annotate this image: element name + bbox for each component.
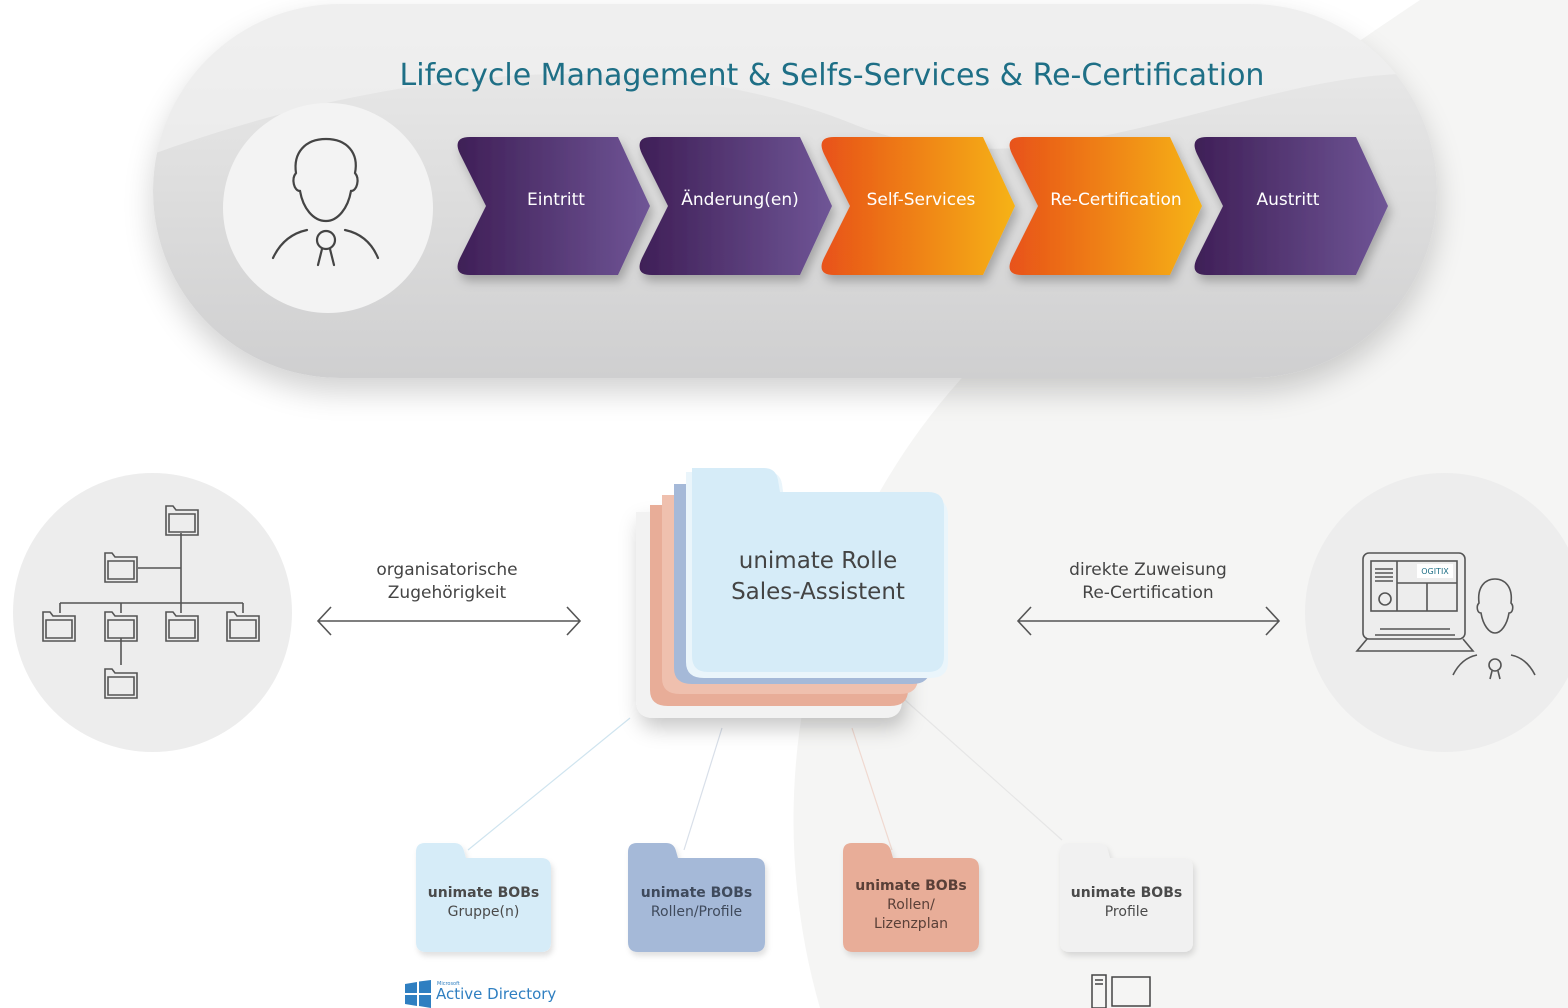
role-title-line2: Sales-Assistent xyxy=(731,579,905,605)
connector-line-4 xyxy=(904,699,1063,841)
bob-label-gruppen: unimate BOBs Gruppe(n) xyxy=(416,884,551,922)
server-icon xyxy=(1091,974,1151,1008)
bob-label-profile: unimate BOBs Profile xyxy=(1060,884,1193,922)
bob-folder-profile xyxy=(1060,843,1193,952)
chevron-aenderungen xyxy=(639,137,832,275)
bob-line-rollen: Rollen/ xyxy=(887,897,935,913)
bob-label-rollen-profile: unimate BOBs Rollen/Profile xyxy=(628,884,765,922)
connector-line-2 xyxy=(683,727,723,851)
ogitix-logo: OGITIX xyxy=(1421,567,1449,576)
computer-user-icon: OGITIX xyxy=(1355,552,1536,680)
relation-left-label: organisatorische Zugehörigkeit xyxy=(350,559,544,605)
double-arrow-right xyxy=(1016,606,1281,636)
bob-line-rollen-profile: Rollen/Profile xyxy=(650,904,743,920)
banner-wave xyxy=(153,4,1437,154)
bob-title-rollen-profile: unimate BOBs xyxy=(640,885,753,901)
computer-user-circle: OGITIX xyxy=(1305,473,1568,752)
step-label-eintritt: Eintritt xyxy=(527,190,585,210)
chevron-self-services xyxy=(821,137,1015,275)
bob-line-gruppen: Gruppe(n) xyxy=(447,904,520,920)
bob-label-lizenzplan: unimate BOBs Rollen/ Lizenzplan xyxy=(843,877,979,934)
process-chevrons xyxy=(457,137,1388,275)
bob-title-profile: unimate BOBs xyxy=(1070,885,1183,901)
bob-title-gruppen: unimate BOBs xyxy=(427,885,540,901)
bob-line-profile: Profile xyxy=(1104,904,1149,920)
bob-folder-gruppen xyxy=(416,843,551,952)
relation-right-line2: Re-Certification xyxy=(1082,583,1214,603)
bob-line-lizenzplan: Lizenzplan xyxy=(873,916,949,932)
chevron-austritt xyxy=(1194,137,1388,275)
step-label-re-certification: Re-Certification xyxy=(1050,190,1182,210)
bob-title-lizenzplan: unimate BOBs xyxy=(855,878,967,894)
banner-title: Lifecycle Management & Selfs-Services & … xyxy=(399,58,1265,93)
bob-folder-lizenzplan xyxy=(843,843,979,952)
avatar-circle xyxy=(223,103,433,313)
relation-left-line2: Zugehörigkeit xyxy=(387,583,507,603)
double-arrow-left xyxy=(316,606,582,636)
chevron-re-certification xyxy=(1009,137,1202,275)
microsoft-label: Microsoft xyxy=(437,981,460,987)
windows-logo-icon xyxy=(405,980,431,1008)
step-label-self-services: Self-Services xyxy=(866,190,976,210)
role-title-line1: unimate Rolle xyxy=(738,548,898,574)
relation-right-label: direkte Zuweisung Re-Certification xyxy=(1046,559,1250,605)
org-chart-icon xyxy=(42,505,260,699)
org-circle xyxy=(13,473,292,752)
step-label-aenderungen: Änderung(en) xyxy=(681,190,799,210)
bob-folder-rollen-profile xyxy=(628,843,765,952)
step-label-austritt: Austritt xyxy=(1256,190,1320,210)
active-directory-label: Active Directory xyxy=(436,985,557,1003)
chevron-eintritt xyxy=(457,137,650,275)
relation-left-line1: organisatorische xyxy=(376,560,518,580)
person-icon xyxy=(271,137,380,267)
connector-line-1 xyxy=(467,717,631,851)
connector-line-3 xyxy=(851,727,893,851)
relation-right-line1: direkte Zuweisung xyxy=(1069,560,1227,580)
role-title: unimate Rolle Sales-Assistent xyxy=(692,546,944,608)
